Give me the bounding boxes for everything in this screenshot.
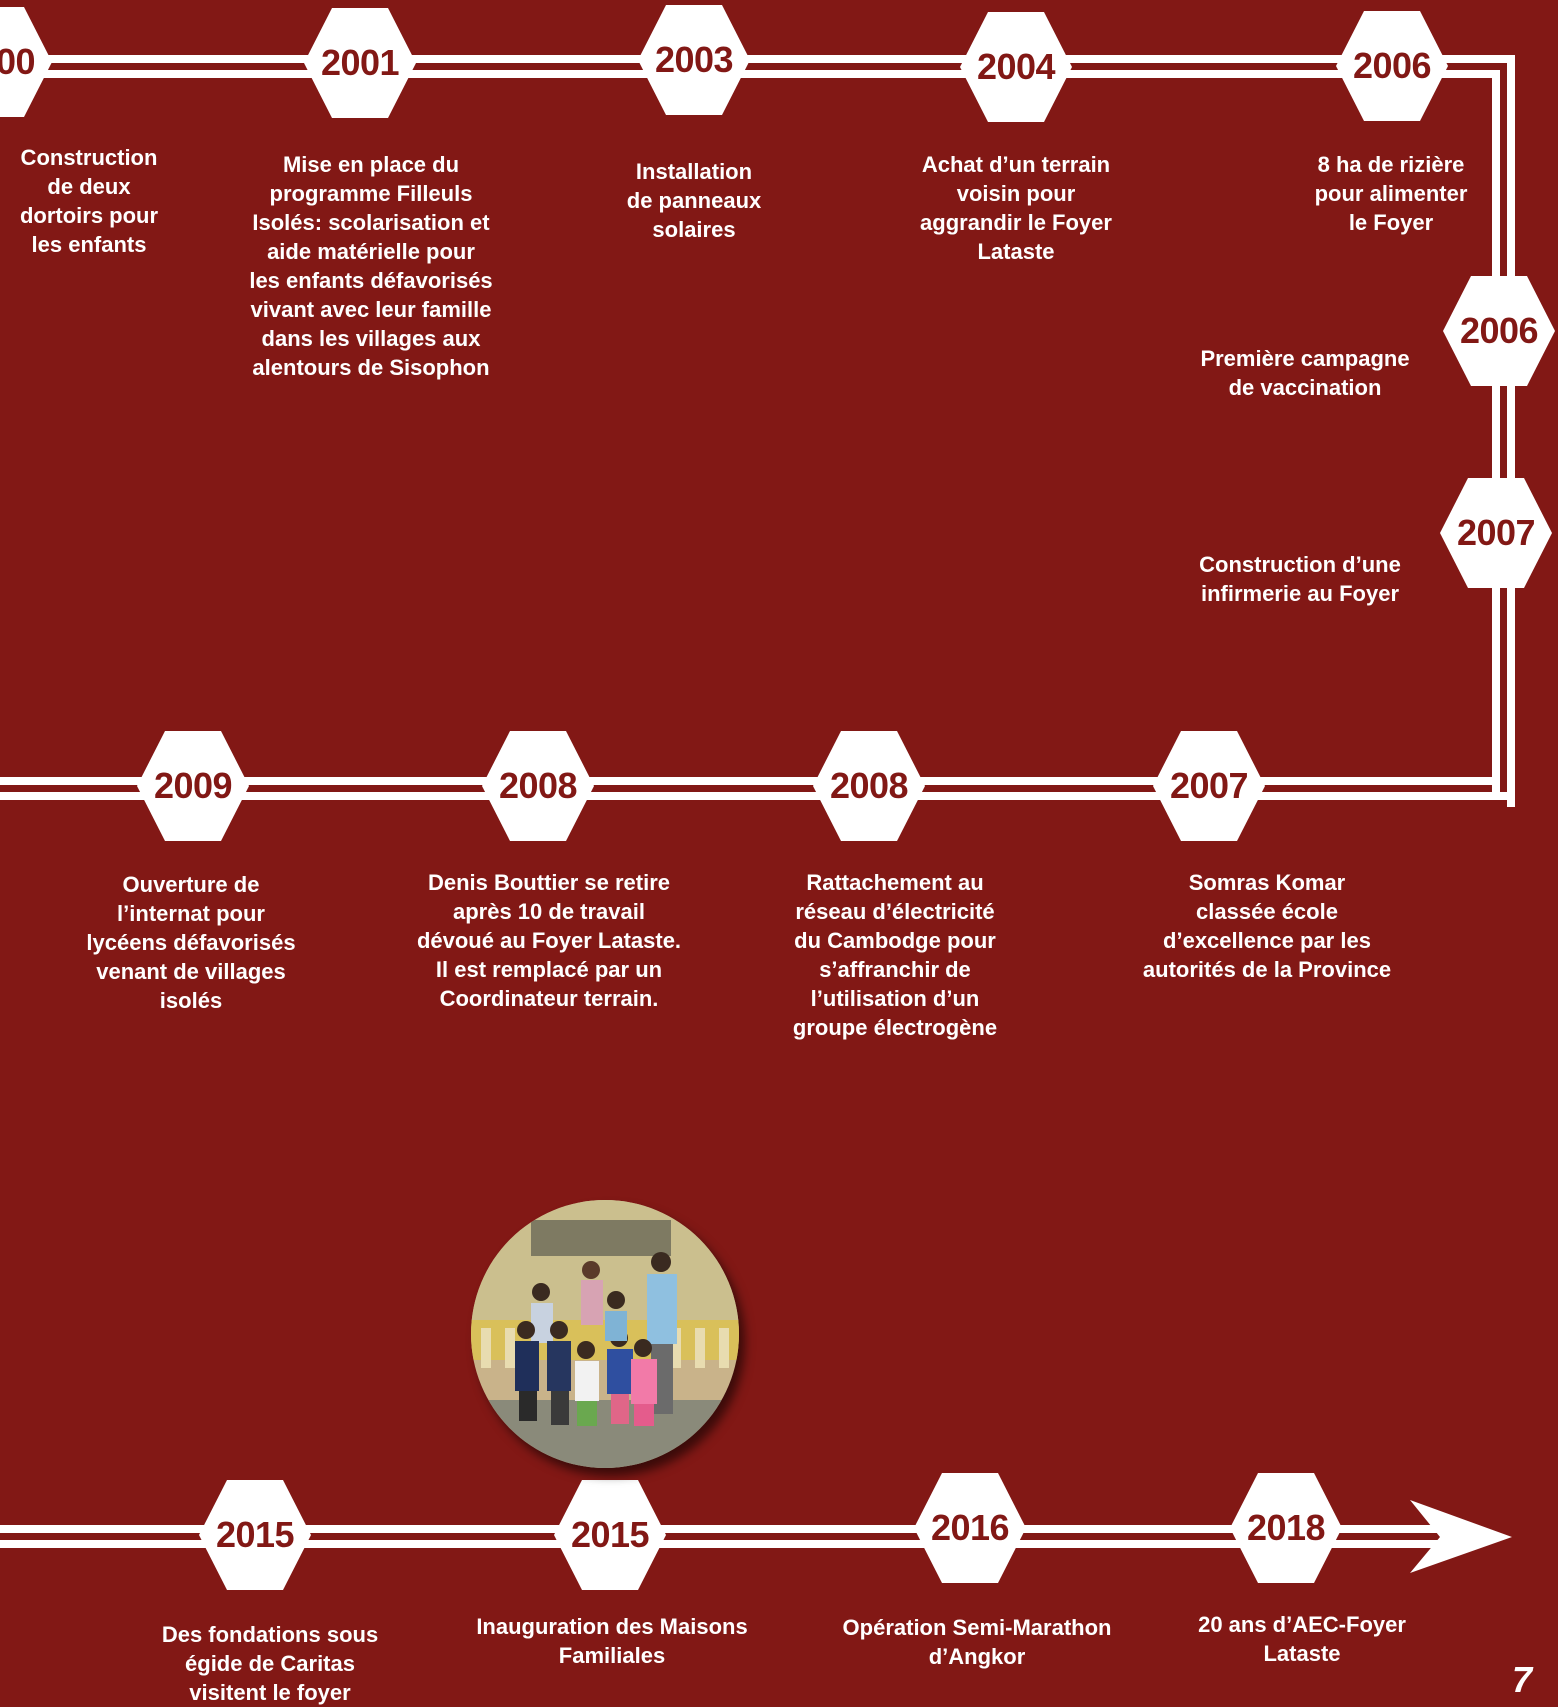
event-text-2015-a: Des fondations sous égide de Caritas vis… bbox=[161, 1622, 379, 1705]
event-text-2009: Ouverture de l’internat pour lycéens déf… bbox=[86, 872, 296, 1013]
event-text-2016: Opération Semi-Marathon d’Angkor bbox=[842, 1615, 1112, 1669]
year-label: 2006 bbox=[1459, 310, 1539, 351]
year-label: 2008 bbox=[498, 765, 578, 806]
year-label: 2000 bbox=[0, 41, 36, 82]
event-text-2004: Achat d’un terrain voisin pour aggrandir… bbox=[920, 152, 1112, 264]
year-label: 2015 bbox=[570, 1514, 650, 1555]
event-text-2007-b: Somras Komar classée école d’excellence … bbox=[1142, 870, 1392, 982]
year-label: 2016 bbox=[930, 1507, 1010, 1548]
year-label: 2007 bbox=[1169, 765, 1249, 806]
year-hex-2008-a: 2008 bbox=[813, 731, 925, 841]
event-text-2006-b: Première campagne de vaccination bbox=[1200, 346, 1410, 400]
year-hex-2015-b: 2015 bbox=[554, 1480, 666, 1590]
event-text-2008-a: Rattachement au réseau d’électricité du … bbox=[792, 870, 998, 1040]
year-hex-2003: 2003 bbox=[638, 5, 750, 115]
event-text-2001: Mise en place du programme Filleuls Isol… bbox=[249, 152, 493, 380]
event-text-2018: 20 ans d’AEC-Foyer Lataste bbox=[1198, 1612, 1406, 1666]
event-text-2007-a: Construction d’une infirmerie au Foyer bbox=[1199, 552, 1401, 606]
year-label: 2003 bbox=[654, 39, 734, 80]
event-text-2003: Installation de panneaux solaires bbox=[626, 159, 762, 242]
year-label: 2006 bbox=[1352, 45, 1432, 86]
event-text-2006-a: 8 ha de rizière pour alimenter le Foyer bbox=[1314, 152, 1468, 235]
event-text-2015-b: Inauguration des Maisons Familiales bbox=[476, 1614, 748, 1668]
year-label: 2015 bbox=[215, 1514, 295, 1555]
event-text-2000: Construction de deux dortoirs pour les e… bbox=[19, 145, 159, 257]
year-label: 2001 bbox=[320, 42, 400, 83]
year-hex-2015-a: 2015 bbox=[199, 1480, 311, 1590]
year-label: 2009 bbox=[153, 765, 233, 806]
arrow-head-icon bbox=[1410, 1500, 1512, 1573]
year-label: 2007 bbox=[1456, 512, 1536, 553]
year-label: 2018 bbox=[1246, 1507, 1326, 1548]
page-number: 7 bbox=[1511, 1659, 1532, 1700]
year-hex-2016: 2016 bbox=[914, 1473, 1026, 1583]
year-label: 2004 bbox=[976, 46, 1056, 87]
event-text-2008-b: Denis Bouttier se retire après 10 de tra… bbox=[416, 870, 682, 1011]
year-label: 2008 bbox=[829, 765, 909, 806]
group-photo bbox=[471, 1200, 739, 1468]
